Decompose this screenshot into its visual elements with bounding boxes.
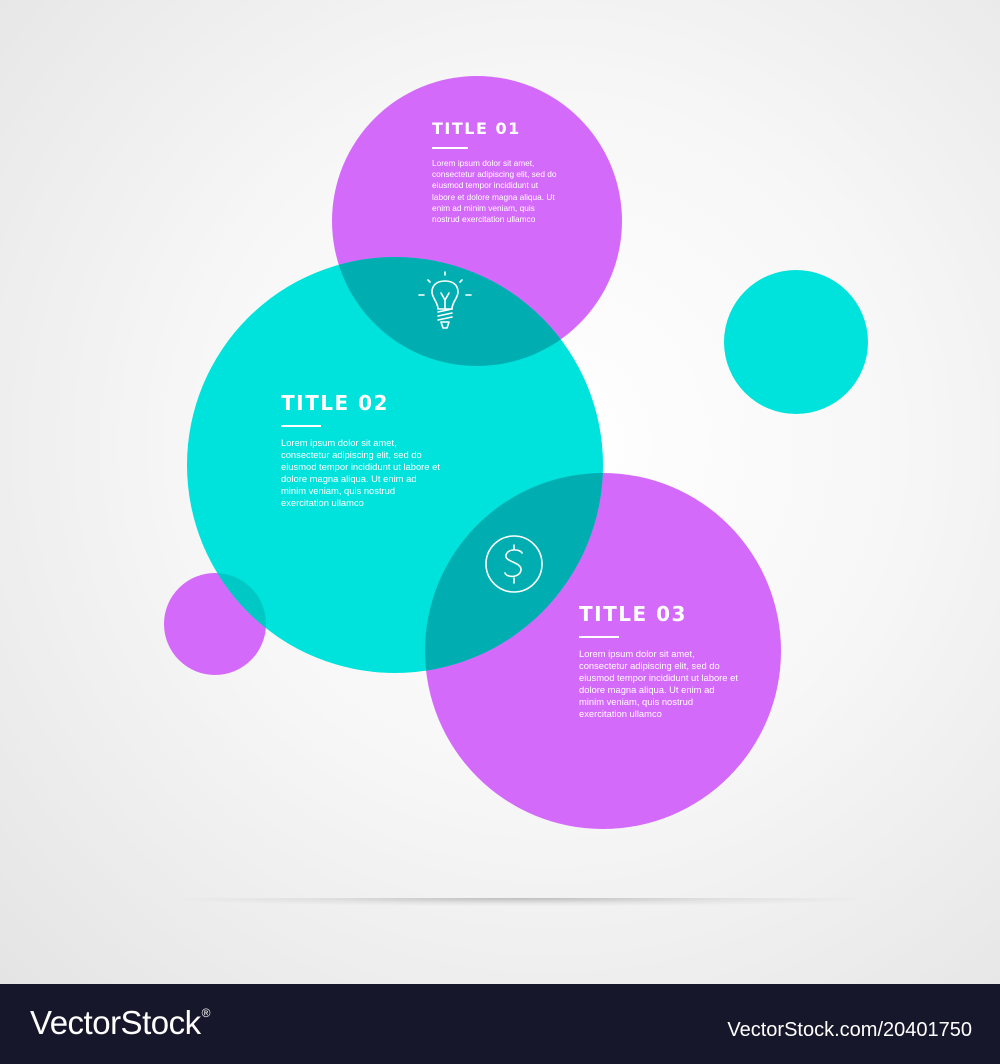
item-body: Lorem ipsum dolor sit amet, consectetur … [432,158,557,225]
item-title: TITLE 01 [432,119,521,138]
title-underline [281,425,321,427]
item-title: TITLE 03 [579,602,687,626]
item-block-03: TITLE 03 Lorem ipsum dolor sit amet, con… [579,604,739,720]
circle-diagram [164,76,868,829]
item-body: Lorem ipsum dolor sit amet, consectetur … [281,437,440,508]
brand-logo: VectorStock® [30,1004,210,1042]
small-teal-circle [724,270,868,414]
stock-id: VectorStock.com/20401750 [727,1019,972,1041]
dollar-coin-icon [485,535,543,593]
brand-name: VectorStock [30,1004,201,1041]
item-block-02: TITLE 02 Lorem ipsum dolor sit amet, con… [281,393,441,509]
item-title: TITLE 02 [281,391,389,415]
registered-mark: ® [201,1006,211,1020]
watermark-footer: VectorStock® VectorStock.com/20401750 [0,984,1000,1064]
item-block-01: TITLE 01 Lorem ipsum dolor sit amet, con… [432,121,557,225]
infographic-canvas: TITLE 01 Lorem ipsum dolor sit amet, con… [0,0,1000,984]
title-underline [579,636,619,638]
title-underline [432,147,468,149]
floor-shadow [180,898,860,906]
lightbulb-icon [418,271,472,329]
item-body: Lorem ipsum dolor sit amet, consectetur … [579,648,738,719]
